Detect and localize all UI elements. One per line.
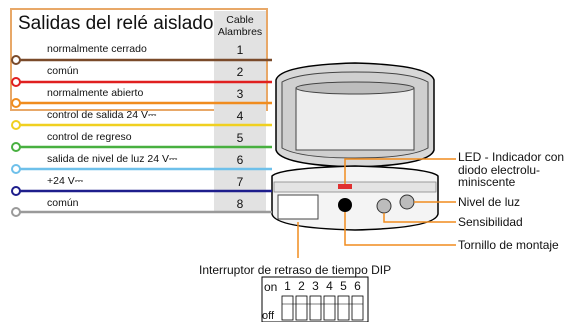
dip-switch-number-5: 5 <box>340 279 347 293</box>
wire-label-2: común <box>47 65 79 77</box>
relay-outputs-title: Salidas del relé aislado <box>18 13 214 34</box>
wire-label-3: normalmente abierto <box>47 87 144 99</box>
dip-switch-number-2: 2 <box>298 279 305 293</box>
dip-switch-number-1: 1 <box>284 279 291 293</box>
wire-column-header: Cable Alambres <box>217 14 263 38</box>
dip-switch-number-4: 4 <box>326 279 333 293</box>
sensitivity-label: Sensibilidad <box>458 215 523 229</box>
led-indicator-label: LED - Indicador con diodo electrolu- min… <box>458 150 565 189</box>
dip-switch <box>261 276 369 322</box>
wire-number-1: 1 <box>236 43 244 57</box>
wire-label-5: control de regreso <box>47 131 132 143</box>
sensitivity-knob <box>376 198 392 214</box>
dip-on-label: on <box>264 280 278 294</box>
dip-switch-number-6: 6 <box>354 279 361 293</box>
wire-label-7: +24 V⎓ <box>47 175 84 187</box>
wire-number-4: 4 <box>236 109 244 123</box>
dip-switch-number-3: 3 <box>312 279 319 293</box>
wire-lines <box>11 55 272 217</box>
wire-label-8: común <box>47 197 79 209</box>
dip-switch-title: Interruptor de retraso de tiempo DIP <box>199 263 392 277</box>
wire-number-5: 5 <box>236 131 244 145</box>
callout-lines <box>297 158 456 258</box>
wire-number-3: 3 <box>236 87 244 101</box>
mounting-screw-label: Tornillo de montaje <box>458 238 559 252</box>
wire-number-8: 8 <box>236 197 244 211</box>
wire-number-6: 6 <box>236 153 244 167</box>
light-level-knob <box>399 194 415 210</box>
wire-label-1: normalmente cerrado <box>47 43 147 55</box>
sensor-device <box>271 62 439 231</box>
wire-label-4: control de salida 24 V⎓ <box>47 109 157 121</box>
dip-off-label: off <box>262 310 275 322</box>
wire-number-2: 2 <box>236 65 244 79</box>
wire-number-7: 7 <box>236 175 244 189</box>
mounting-screw <box>338 198 352 212</box>
wire-label-6: salida de nivel de luz 24 V⎓ <box>47 153 178 165</box>
led-indicator <box>338 184 352 189</box>
light-level-label: Nivel de luz <box>458 195 521 209</box>
wire-number-column <box>214 11 266 211</box>
